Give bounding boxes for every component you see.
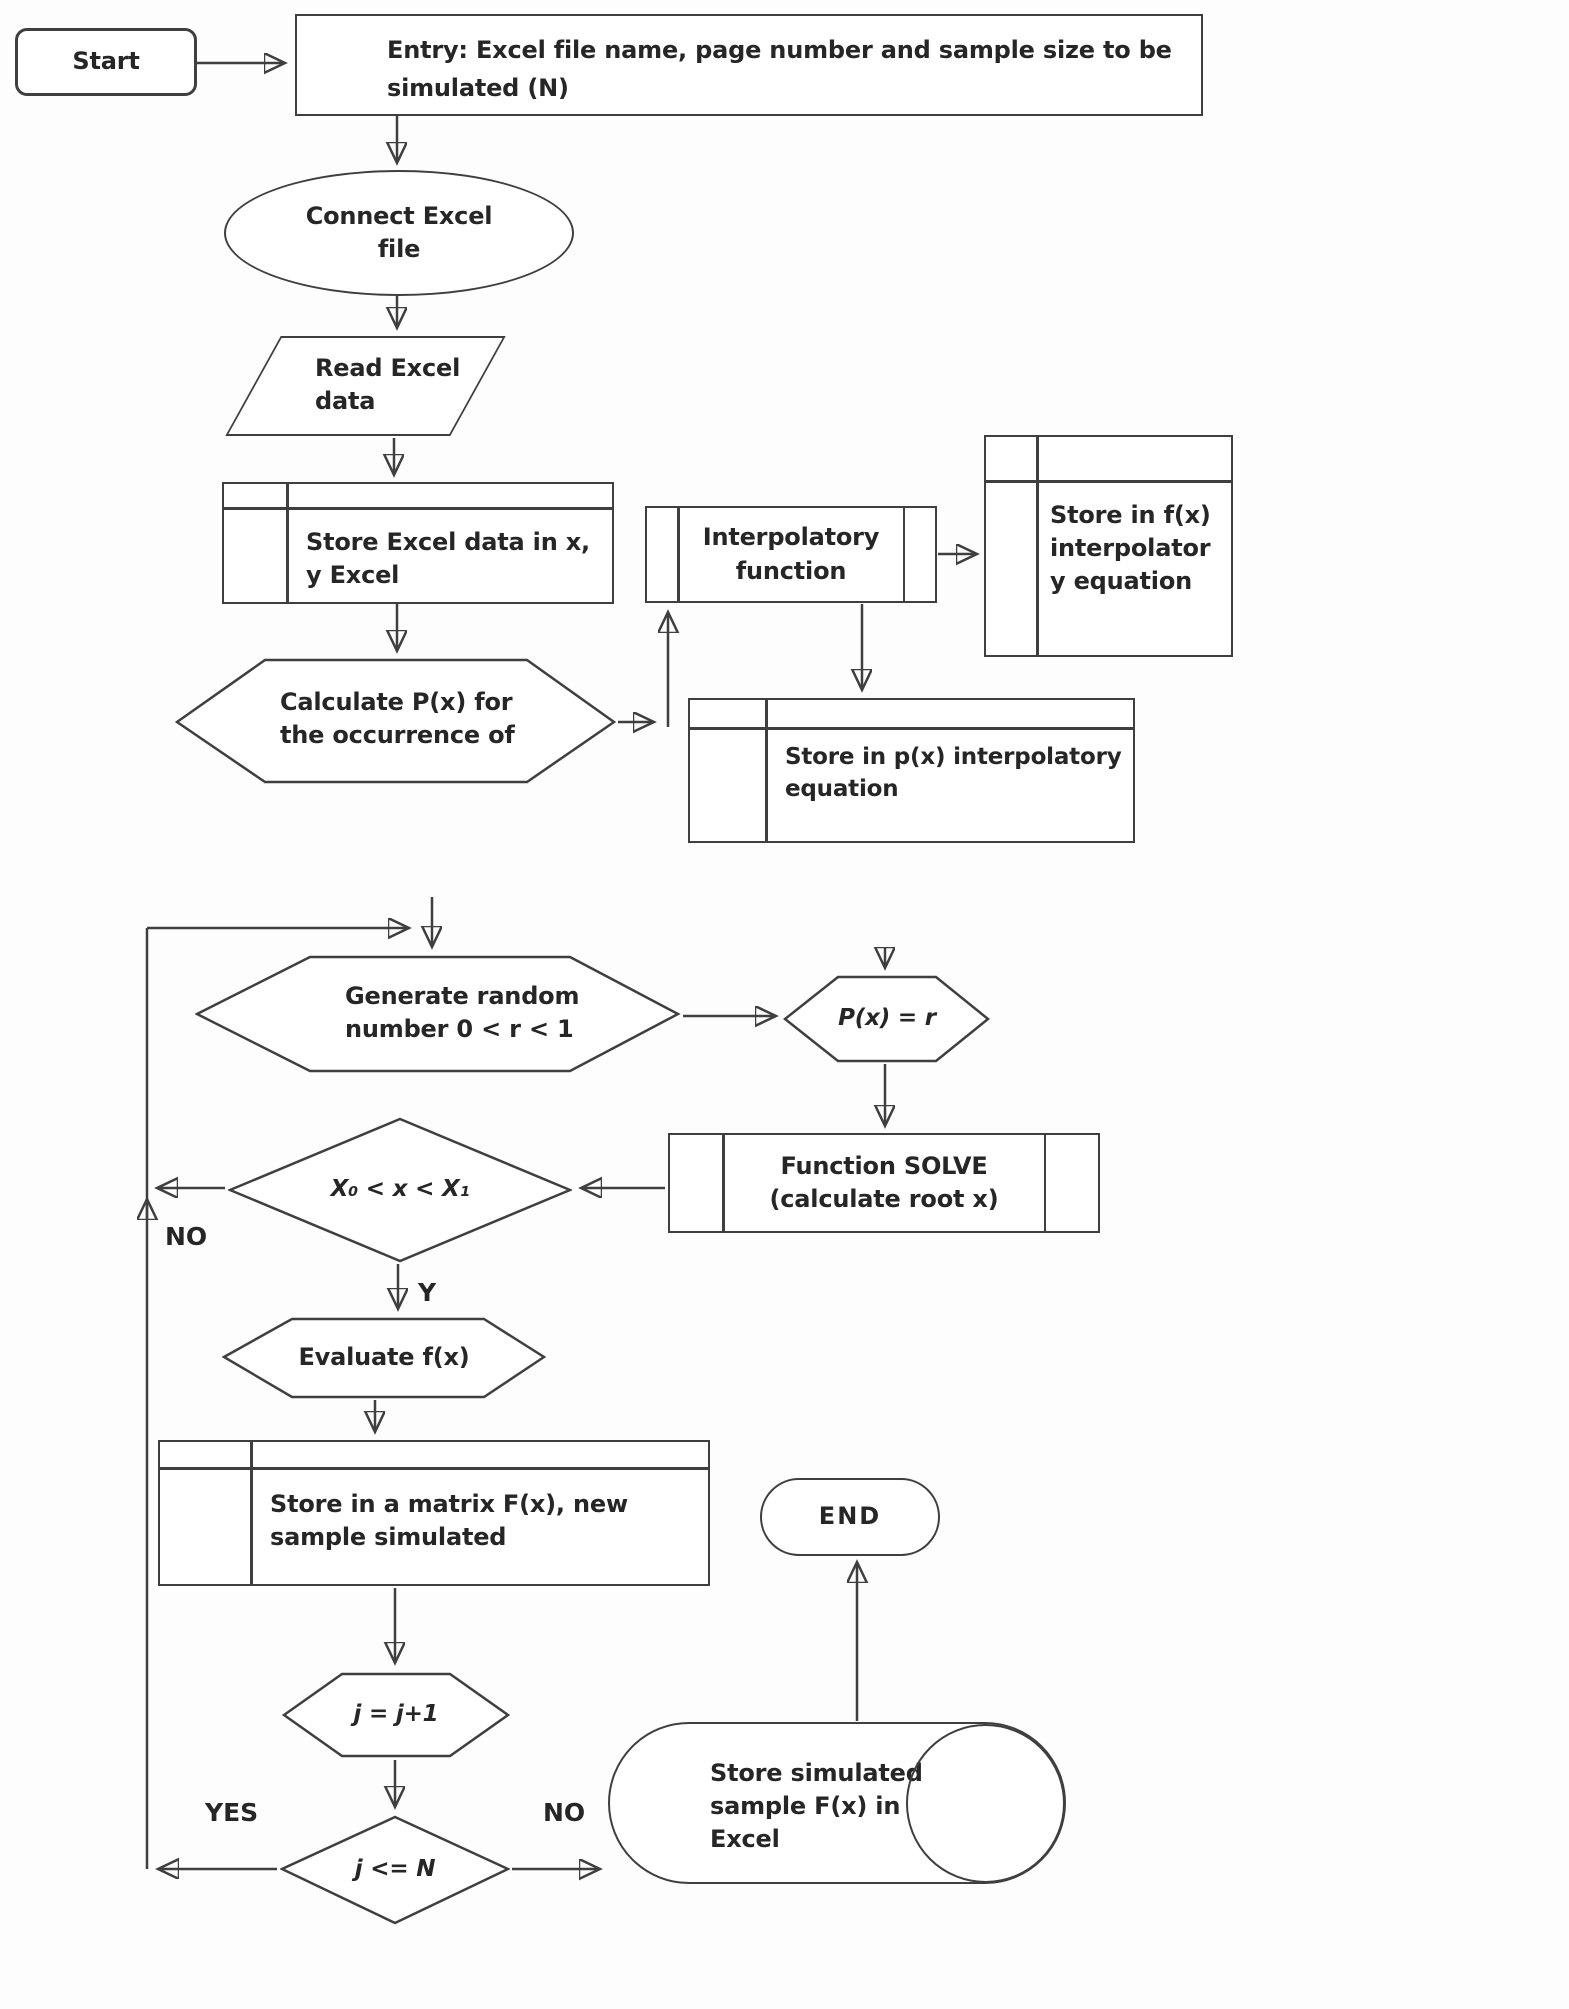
- edge-label-no-left: NO: [165, 1222, 208, 1251]
- node-evaluate-fx-shape: [222, 1317, 546, 1399]
- node-interpolatory-label: Interpolatory function: [702, 523, 880, 585]
- node-calc-px: Calculate P(x) for the occurrence of: [175, 658, 617, 785]
- node-connect-excel-label: Connect Excel file: [305, 201, 493, 263]
- node-increment-j-shape: [282, 1672, 510, 1758]
- node-store-xy-divider-h: [224, 507, 612, 510]
- node-end: END: [760, 1478, 940, 1556]
- node-evaluate-fx-label: Evaluate f(x): [298, 1343, 470, 1372]
- node-store-xy-label: Store Excel data in x, y Excel: [306, 528, 590, 590]
- node-function-solve-bar-right: [1043, 1135, 1046, 1231]
- node-increment-j-label: j = j+1: [353, 1701, 439, 1728]
- node-p-equals-r-label: P(x) = r: [838, 1005, 936, 1032]
- node-store-simulated-label: Store simulated sample F(x) in Excel: [710, 1759, 923, 1854]
- node-start-label: Start: [72, 47, 140, 76]
- edge-label-yes: YES: [205, 1798, 259, 1827]
- node-interpolatory-bar-right: [902, 508, 905, 601]
- node-interpolatory: Interpolatory function: [645, 506, 937, 603]
- edge-label-y: Y: [418, 1278, 437, 1307]
- node-connect-excel: Connect Excel file: [224, 170, 574, 296]
- node-entry: Entry: Excel file name, page number and …: [295, 14, 1203, 116]
- node-store-matrix-divider-v: [250, 1442, 253, 1584]
- node-p-equals-r: P(x) = r: [783, 975, 991, 1063]
- node-store-px-divider-h: [690, 727, 1133, 730]
- node-j-check-shape: [280, 1815, 510, 1925]
- node-store-px-divider-v: [765, 700, 768, 841]
- node-store-matrix-divider-h: [160, 1467, 708, 1470]
- node-gen-random: Generate random number 0 < r < 1: [195, 955, 681, 1073]
- node-function-solve-label: Function SOLVE (calculate root x): [769, 1151, 999, 1213]
- node-gen-random-label: Generate random number 0 < r < 1: [345, 982, 580, 1044]
- node-gen-random-shape: [195, 955, 681, 1073]
- node-calc-px-shape: [175, 658, 617, 785]
- node-evaluate-fx: Evaluate f(x): [222, 1317, 546, 1399]
- node-store-px: Store in p(x) interpolatory equation: [688, 698, 1135, 843]
- node-start: Start: [15, 28, 197, 96]
- node-end-label: END: [818, 1502, 882, 1531]
- node-entry-label: Entry: Excel file name, page number and …: [387, 36, 1172, 102]
- node-j-check: j <= N: [280, 1815, 510, 1925]
- node-calc-px-label: Calculate P(x) for the occurrence of: [280, 688, 515, 750]
- node-store-matrix-label: Store in a matrix F(x), new sample simul…: [270, 1490, 628, 1552]
- node-x-range-check-label: X₀ < x < X₁: [330, 1176, 470, 1203]
- node-p-equals-r-shape: [783, 975, 991, 1063]
- node-j-check-label: j <= N: [354, 1856, 436, 1883]
- node-store-simulated-end-disc: [906, 1724, 1065, 1883]
- node-x-range-check: X₀ < x < X₁: [228, 1117, 572, 1263]
- node-store-fx-divider-v: [1036, 437, 1039, 655]
- node-store-fx-label: Store in f(x) interpolator y equation: [1050, 501, 1211, 596]
- edge-label-no-right: NO: [543, 1798, 586, 1827]
- node-interpolatory-bar-left: [677, 508, 680, 601]
- node-x-range-check-shape: [228, 1117, 572, 1263]
- node-function-solve: Function SOLVE (calculate root x): [668, 1133, 1100, 1233]
- node-store-px-label: Store in p(x) interpolatory equation: [785, 744, 1122, 802]
- node-store-fx: Store in f(x) interpolator y equation: [984, 435, 1233, 657]
- node-function-solve-bar-left: [722, 1135, 725, 1231]
- node-store-xy-divider-v: [286, 484, 289, 602]
- node-read-excel-label: Read Excel data: [315, 354, 461, 416]
- node-store-matrix: Store in a matrix F(x), new sample simul…: [158, 1440, 710, 1586]
- node-increment-j: j = j+1: [282, 1672, 510, 1758]
- node-store-xy: Store Excel data in x, y Excel: [222, 482, 614, 604]
- node-store-fx-divider-h: [986, 480, 1231, 483]
